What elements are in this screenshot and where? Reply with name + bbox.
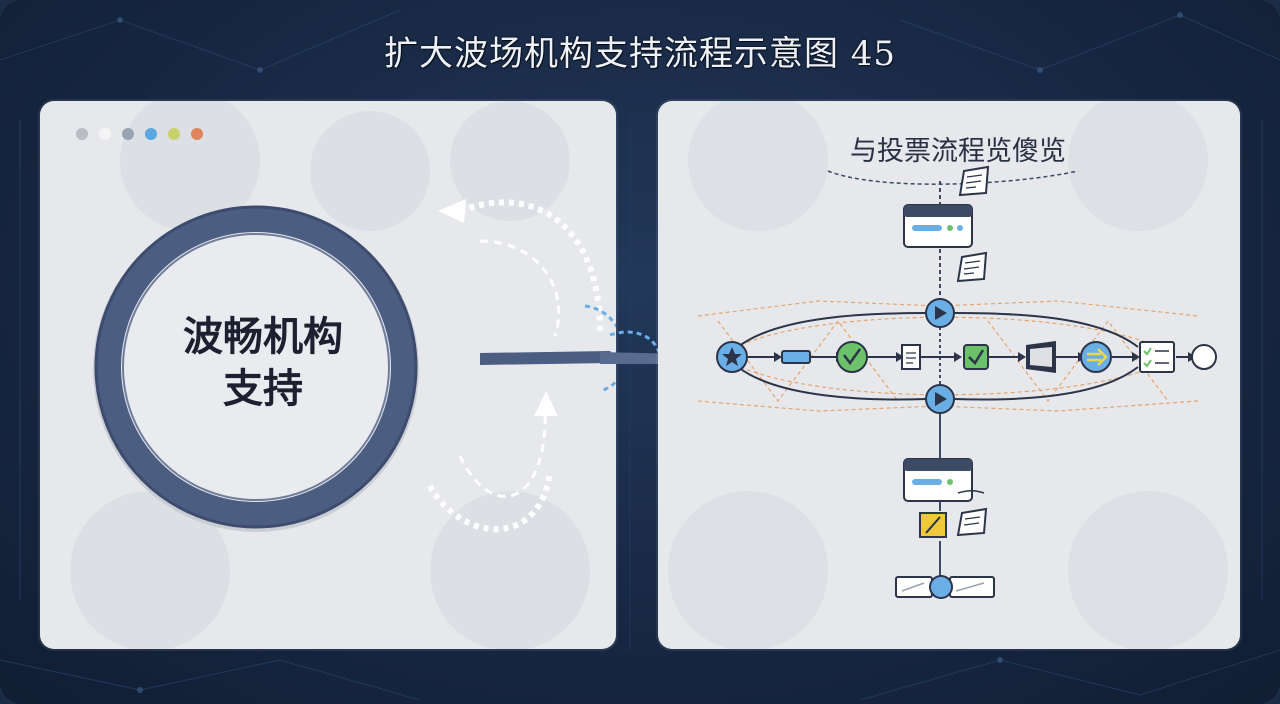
end-node	[1191, 344, 1217, 370]
pencil-icon	[919, 512, 947, 538]
color-dot	[76, 128, 88, 140]
ring	[95, 206, 417, 528]
page-title: 扩大波场机构支持流程示意图 45	[383, 34, 897, 74]
color-dot	[191, 128, 203, 140]
flow-title: 与投票流程览傻览	[850, 136, 1066, 167]
document-icon	[958, 165, 990, 197]
color-dots	[76, 128, 203, 140]
server-icon	[903, 458, 985, 502]
arrow-right-icon	[1080, 341, 1112, 373]
document-icon	[956, 251, 988, 283]
server-icon	[903, 204, 973, 248]
folder-icon	[1026, 341, 1056, 373]
loop-arrows	[427, 199, 603, 533]
star-icon	[716, 341, 748, 373]
document-icon	[956, 507, 988, 537]
arrowhead-top	[438, 199, 466, 223]
color-dot	[168, 128, 180, 140]
left-panel: 波畅机构 支持	[40, 101, 616, 649]
ring-label-line2: 支持	[223, 366, 303, 412]
checklist-icon	[1139, 341, 1175, 373]
color-dot	[122, 128, 134, 140]
right-panel: 与投票流程览傻览	[658, 101, 1240, 649]
ring-label-line1: 波畅机构	[183, 314, 343, 360]
ring-label: 波畅机构 支持	[178, 311, 348, 415]
play-icon	[925, 384, 955, 414]
color-dot	[145, 128, 157, 140]
check-icon	[836, 341, 868, 373]
server-chip-icon	[781, 350, 811, 364]
check-icon	[963, 344, 989, 370]
flow-diagram	[668, 101, 1228, 649]
play-icon	[925, 298, 955, 328]
arrowhead-bottom	[534, 391, 558, 416]
bottom-node	[895, 575, 995, 599]
document-icon	[901, 344, 921, 370]
connector-spike	[480, 351, 615, 365]
color-dot	[99, 128, 111, 140]
